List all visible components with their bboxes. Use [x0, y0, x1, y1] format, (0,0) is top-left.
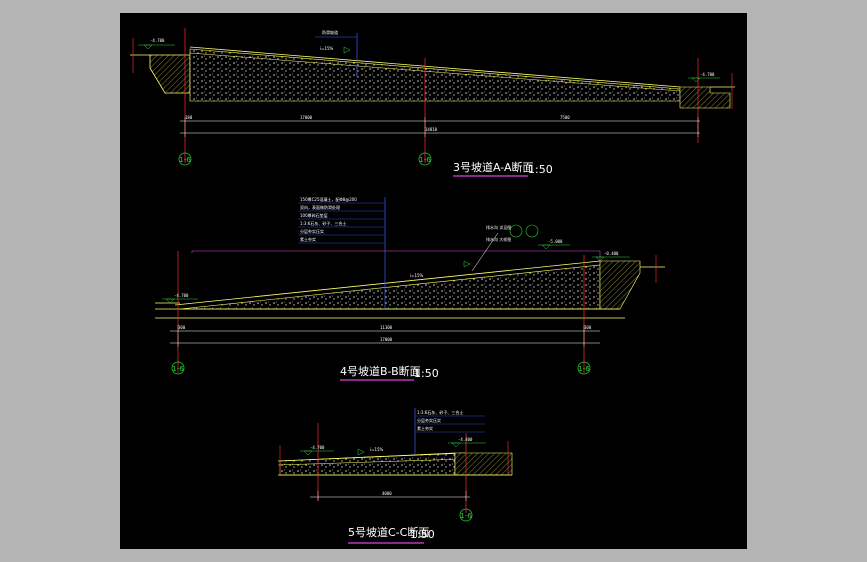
svg-text:素土夯实: 素土夯实	[417, 425, 433, 431]
svg-text:1-6: 1-6	[460, 512, 472, 520]
elevation-marker-b-right: -0.400	[592, 251, 630, 262]
axis-bubble-a1: 1-6	[178, 152, 192, 166]
svg-text:4000: 4000	[382, 491, 392, 496]
svg-text:排水沟 大样图: 排水沟 大样图	[486, 236, 511, 242]
section-c-slope-label: i=15%	[370, 447, 384, 452]
elevation-marker-a-right: -4.700	[688, 72, 720, 83]
svg-text:-5.000: -5.000	[548, 239, 563, 244]
svg-text:1-6: 1-6	[172, 365, 184, 373]
elevation-marker-b-left: -4.700	[162, 293, 198, 304]
elevation-marker-c-right: -4.400	[448, 437, 486, 448]
section-b-notes: 150厚C25混凝土，配Φ8@200 双向，表面做防滑处理 100厚碎石垫层 1…	[300, 196, 357, 242]
svg-text:5号坡道C-C断面: 5号坡道C-C断面	[348, 525, 429, 539]
svg-text:-0.400: -0.400	[604, 251, 619, 256]
svg-text:1:50: 1:50	[528, 163, 553, 176]
svg-text:1:3:6石灰、砂子、三合土: 1:3:6石灰、砂子、三合土	[417, 409, 463, 415]
section-c-dimensions: 4000	[310, 491, 470, 501]
section-a-slope-label: i=15%	[320, 46, 334, 51]
svg-text:-4.700: -4.700	[174, 293, 189, 298]
section-b-gravel	[179, 264, 601, 310]
svg-text:3号坡道A-A断面: 3号坡道A-A断面	[453, 160, 534, 174]
svg-text:7500: 7500	[560, 115, 570, 120]
section-a-note: 防滑坡道	[322, 29, 338, 35]
svg-text:1:3:6石灰、砂子、三合土: 1:3:6石灰、砂子、三合土	[300, 220, 346, 226]
svg-text:-4.700: -4.700	[310, 445, 325, 450]
svg-text:1:50: 1:50	[414, 367, 439, 380]
section-b-slope-label: i=15%	[410, 273, 424, 278]
section-c-slope-surface	[277, 452, 466, 462]
section-a-dimensions: 180 17000 7500 14810	[180, 115, 700, 137]
svg-text:17000: 17000	[380, 337, 393, 342]
svg-text:素土夯实: 素土夯实	[300, 236, 316, 242]
axis-bubble-b2: 1-6	[577, 361, 591, 375]
svg-text:-4.700: -4.700	[150, 38, 165, 43]
svg-text:双向，表面做防滑处理: 双向，表面做防滑处理	[300, 204, 340, 210]
svg-text:180: 180	[185, 115, 193, 120]
section-b-callout: 排水沟 详见图 排水沟 大样图	[471, 224, 539, 272]
section-a-slope-surface	[189, 46, 681, 88]
drawing-canvas[interactable]: -4.700 -4.700 防滑坡道 i=15% 180	[120, 13, 747, 549]
section-c-title: 5号坡道C-C断面 1:50	[348, 525, 435, 544]
section-c-notes: 1:3:6石灰、砂子、三合土 分层夯实压实 素土夯实	[417, 409, 463, 431]
svg-text:300: 300	[584, 325, 592, 330]
svg-text:150厚C25混凝土，配Φ8@200: 150厚C25混凝土，配Φ8@200	[300, 196, 357, 202]
section-b-slope-surface	[174, 260, 601, 306]
svg-text:1-6: 1-6	[179, 156, 191, 164]
section-b-b: 150厚C25混凝土，配Φ8@200 双向，表面做防滑处理 100厚碎石垫层 1…	[155, 196, 665, 381]
elevation-marker-b-mid: -5.000	[538, 239, 570, 250]
svg-text:100厚碎石垫层: 100厚碎石垫层	[300, 212, 328, 218]
svg-text:14810: 14810	[425, 127, 438, 132]
axis-bubble-b1: 1-6	[171, 361, 185, 375]
svg-text:分层夯实压实: 分层夯实压实	[417, 417, 441, 423]
svg-text:11300: 11300	[380, 325, 393, 330]
section-b-title: 4号坡道B-B断面 1:50	[340, 364, 439, 381]
svg-text:分层夯实压实: 分层夯实压实	[300, 228, 324, 234]
elevation-marker-a-left: -4.700	[138, 38, 175, 50]
elevation-marker-c-left: -4.700	[300, 445, 334, 456]
section-a-a: -4.700 -4.700 防滑坡道 i=15% 180	[130, 28, 735, 177]
axis-bubble-a2: 1-6	[418, 152, 432, 166]
section-a-title: 3号坡道A-A断面 1:50	[453, 160, 553, 177]
svg-text:17000: 17000	[300, 115, 313, 120]
section-a-gravel	[189, 48, 681, 102]
axis-bubble-c1: 1-6	[459, 508, 473, 522]
svg-text:1-6: 1-6	[578, 365, 590, 373]
svg-text:-4.400: -4.400	[458, 437, 473, 442]
svg-text:排水沟 详见图: 排水沟 详见图	[486, 224, 511, 230]
section-b-dimensions: 300 11300 300 17000	[170, 325, 600, 347]
svg-text:-4.700: -4.700	[700, 72, 715, 77]
svg-text:4号坡道B-B断面: 4号坡道B-B断面	[340, 364, 421, 378]
svg-text:1:50: 1:50	[410, 528, 435, 541]
svg-text:1-6: 1-6	[419, 156, 431, 164]
section-a-slab	[149, 54, 191, 94]
svg-text:300: 300	[178, 325, 186, 330]
section-c-c: 1:3:6石灰、砂子、三合土 分层夯实压实 素土夯实 -4.700 -4.400…	[277, 408, 513, 544]
